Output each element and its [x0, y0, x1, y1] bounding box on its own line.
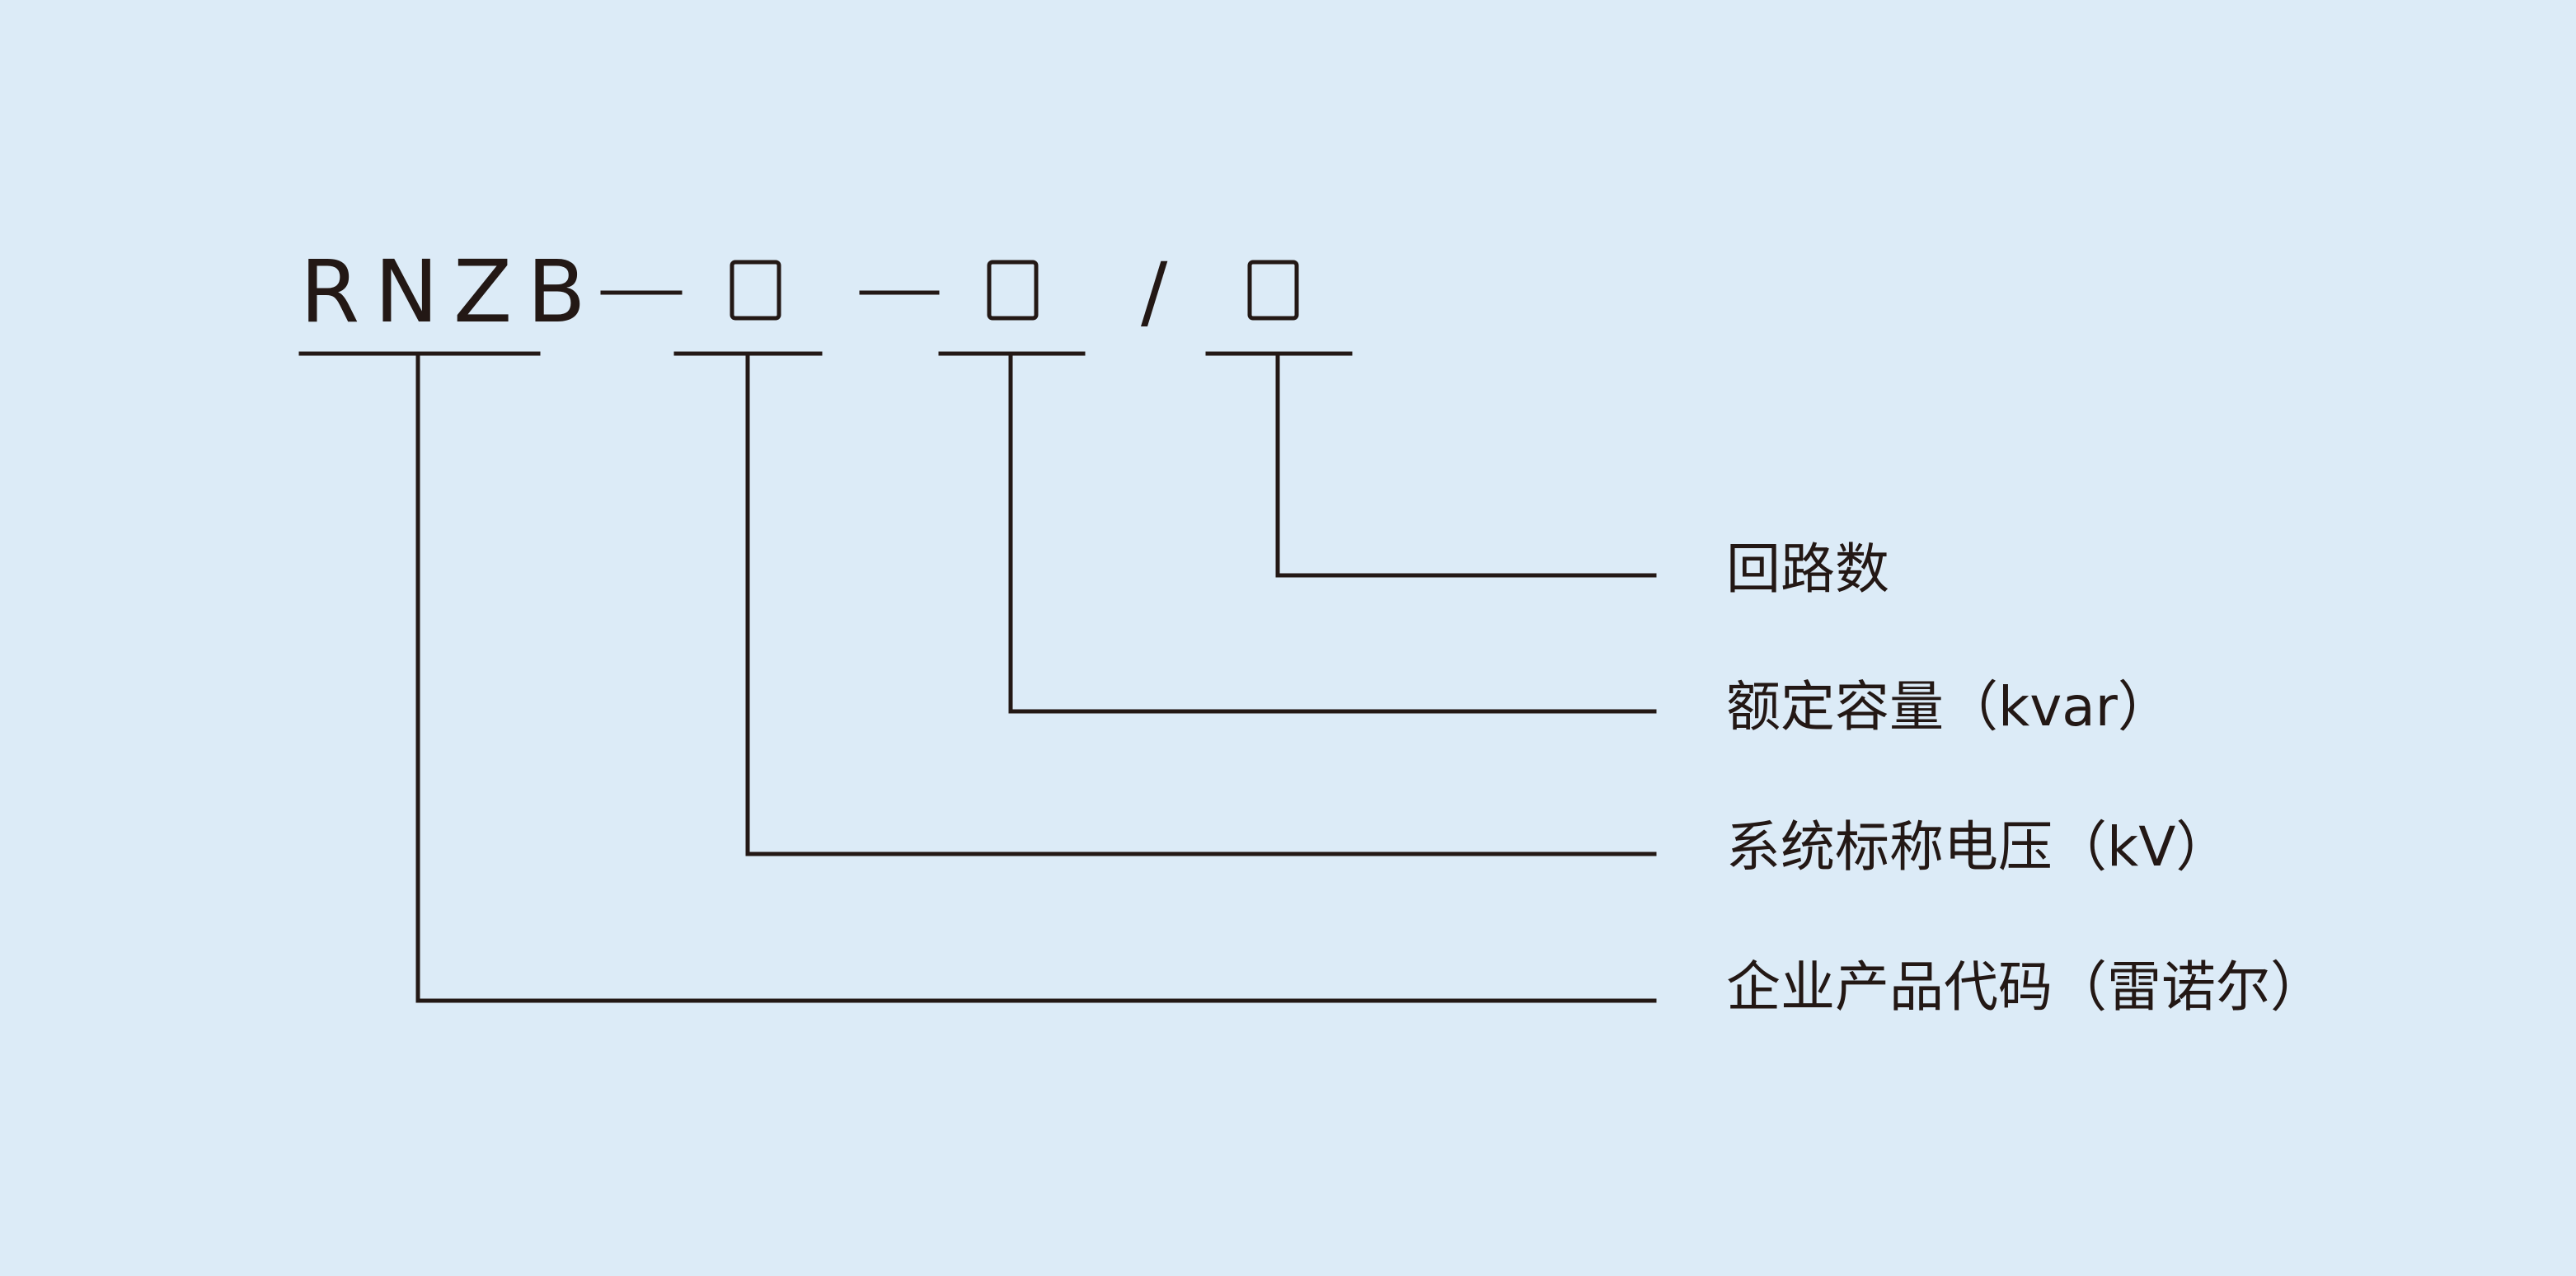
model-prefix: RNZB	[300, 242, 601, 342]
label-circuits: 回路数	[1726, 537, 1889, 601]
leader-company-code	[415, 351, 1657, 1003]
placeholder-box-capacity	[987, 260, 1039, 321]
leader-voltage	[745, 351, 1657, 856]
label-nominal-voltage: 系统标称电压（kV）	[1726, 815, 2231, 879]
slash-separator: /	[1141, 246, 1168, 338]
placeholder-box-voltage	[730, 260, 781, 321]
leader-capacity	[1008, 351, 1657, 714]
leader-circuits	[1275, 351, 1657, 578]
placeholder-box-circuits	[1247, 260, 1299, 321]
label-company-code: 企业产品代码（雷诺尔）	[1726, 955, 2325, 1019]
label-rated-capacity: 额定容量（kvar）	[1726, 675, 2172, 739]
